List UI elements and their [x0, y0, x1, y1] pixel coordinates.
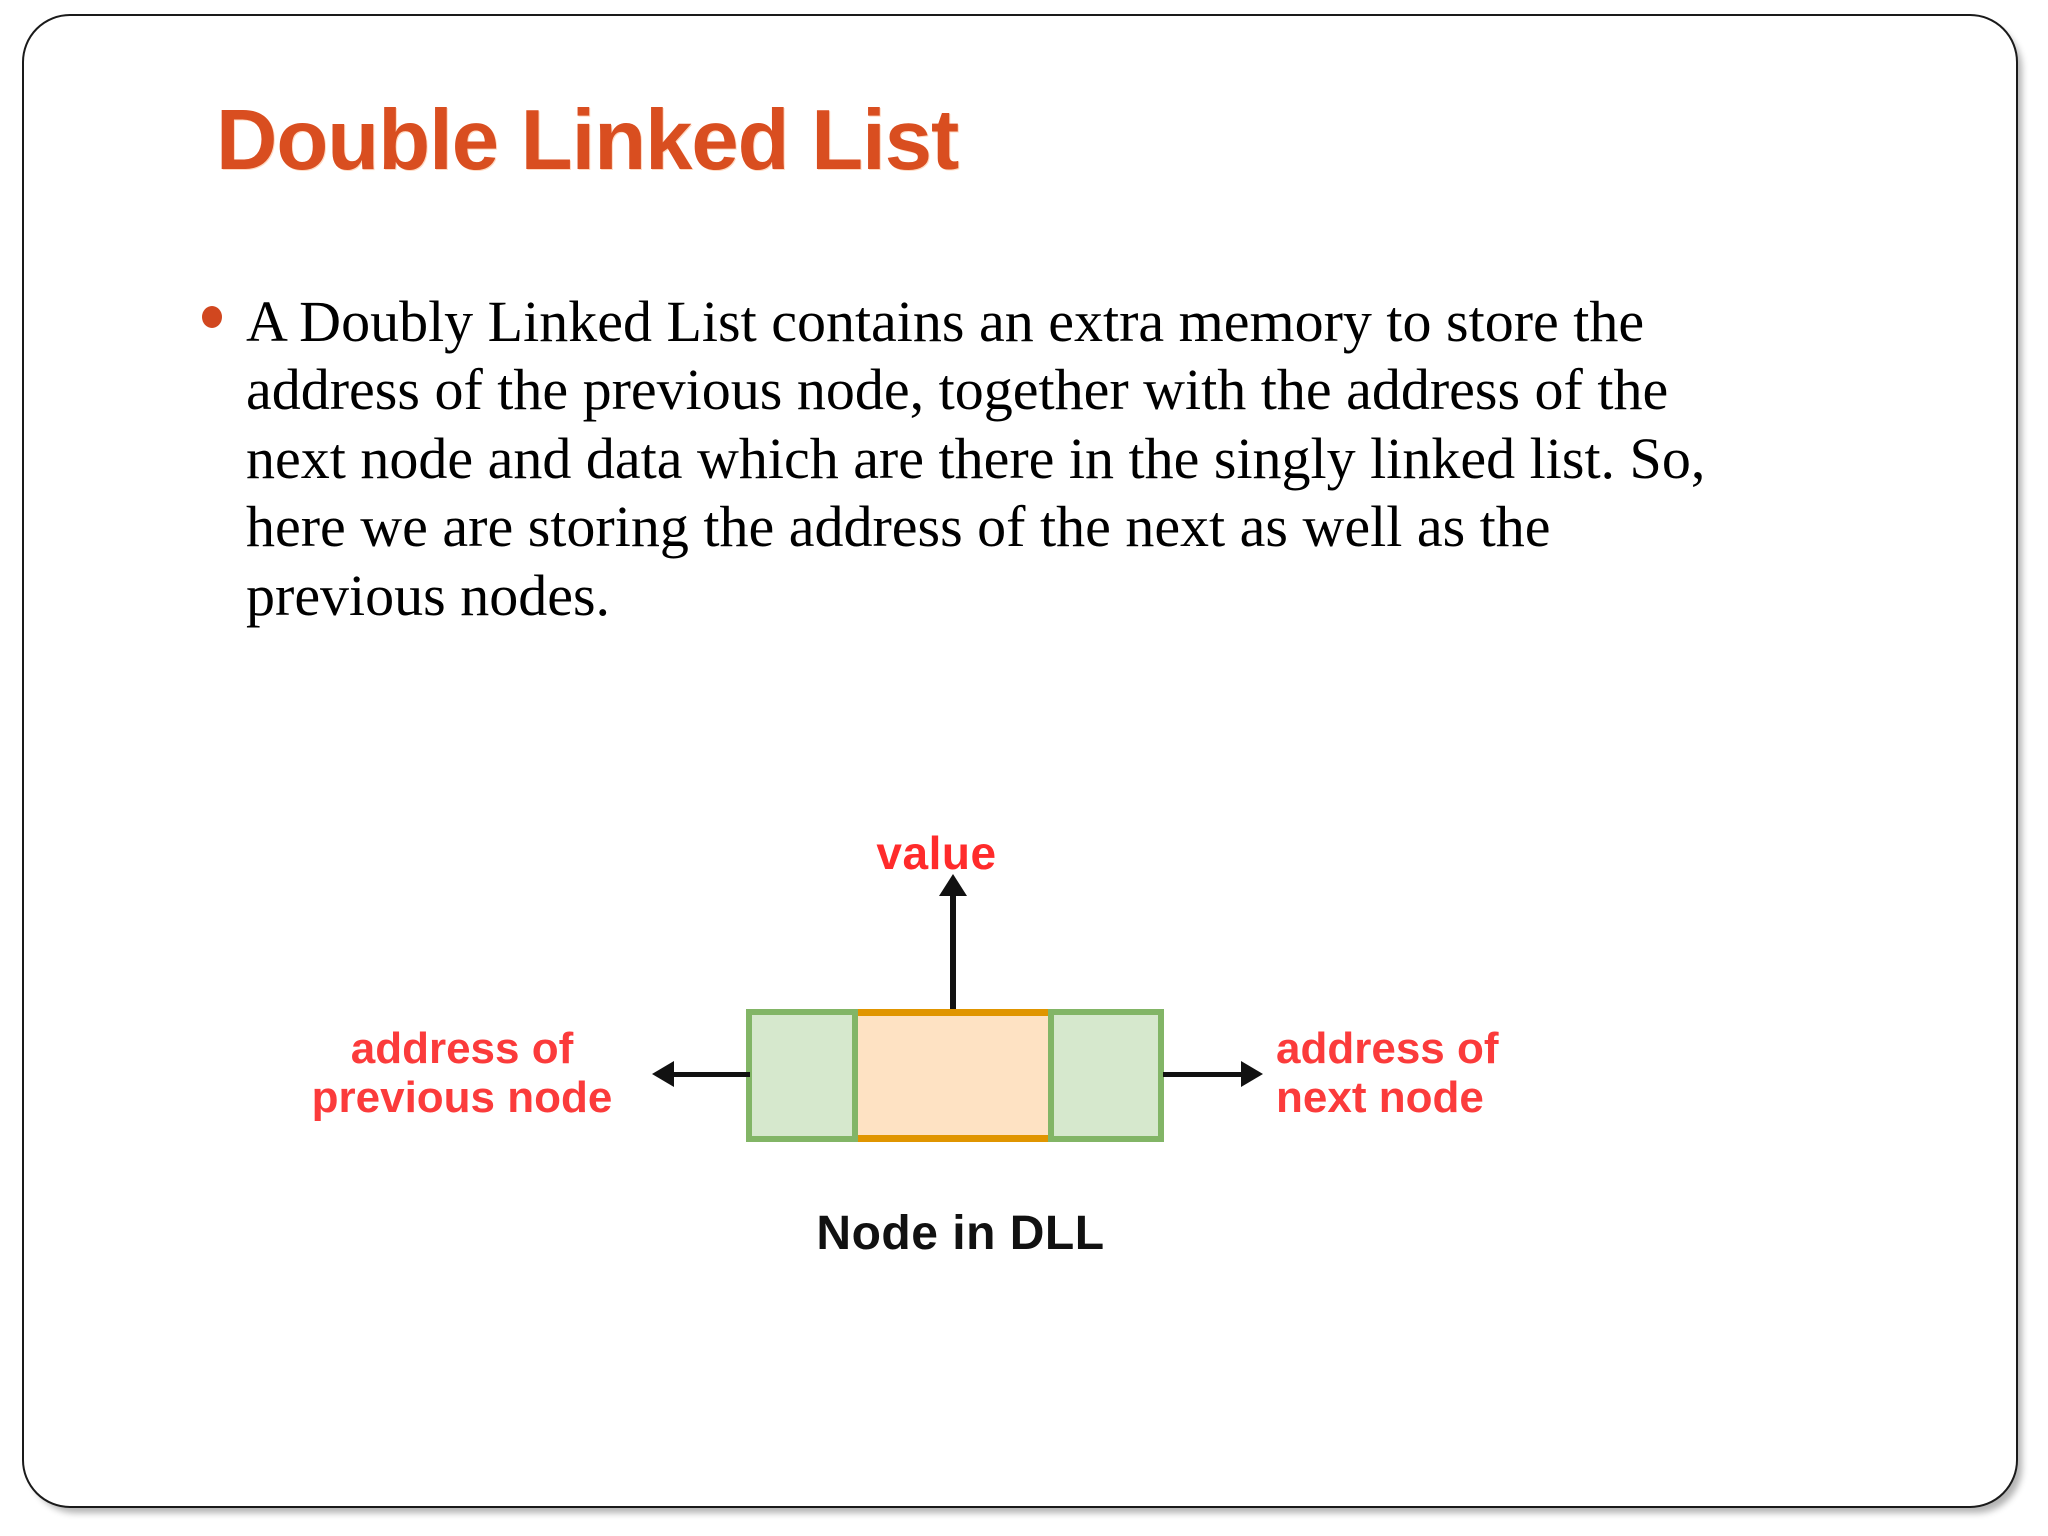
prev-pointer-label: address of previous node — [262, 1024, 662, 1123]
value-arrow-icon — [939, 874, 967, 1009]
next-pointer-label-line1: address of — [1276, 1024, 1499, 1073]
node-cell-data — [858, 1009, 1048, 1142]
node-cell-next-pointer — [1048, 1009, 1164, 1142]
prev-arrow-icon — [652, 1061, 750, 1087]
next-pointer-label-line2: next node — [1276, 1073, 1484, 1123]
value-label: value — [876, 827, 997, 879]
slide-canvas: Double Linked List A Doubly Linked List … — [22, 14, 2018, 1508]
page-title: Double Linked List — [216, 93, 959, 188]
prev-pointer-label-line1: address of — [350, 1024, 574, 1073]
bullet-paragraph-text: A Doubly Linked List contains an extra m… — [246, 289, 1706, 628]
next-arrow-icon — [1163, 1061, 1263, 1087]
node-box — [746, 1009, 1164, 1142]
diagram-caption: Node in DLL — [816, 1207, 1105, 1260]
node-cell-prev-pointer — [746, 1009, 858, 1142]
bullet-point-icon — [202, 306, 222, 328]
next-pointer-label: address of next node — [1276, 1024, 1636, 1123]
dll-node-diagram: value address of previous node address o… — [24, 806, 2048, 1306]
prev-pointer-label-line2: previous node — [311, 1073, 613, 1123]
bullet-list-item: A Doubly Linked List contains an extra m… — [202, 288, 1782, 630]
